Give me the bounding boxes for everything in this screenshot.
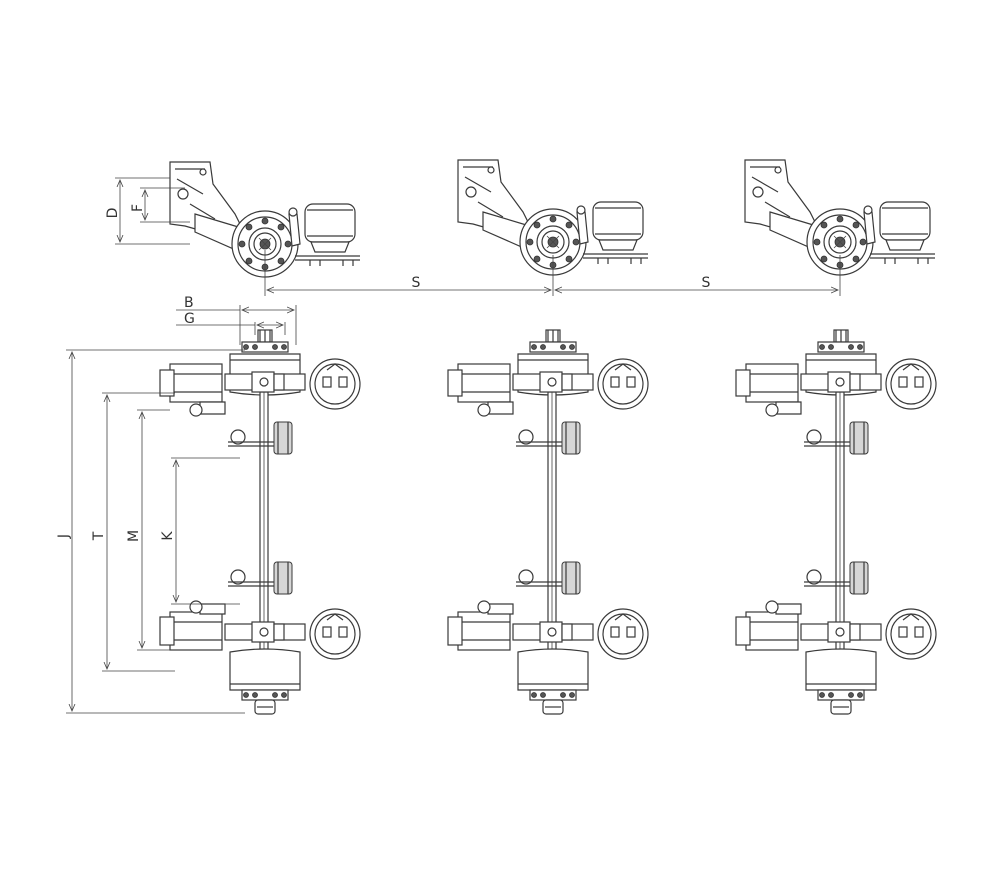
dimension-f: F: [130, 187, 190, 223]
dim-label-t: T: [91, 531, 107, 541]
dimension-j: J: [56, 349, 245, 714]
dim-label-d: D: [105, 208, 121, 219]
dim-label-j: J: [56, 534, 72, 539]
dim-label-s-1: S: [412, 275, 421, 291]
dimension-d: D: [105, 177, 190, 245]
dim-label-b: B: [184, 295, 194, 311]
dimension-s: S S: [264, 250, 841, 296]
dimension-t: T: [91, 392, 175, 672]
dimension-g: G: [176, 311, 286, 335]
dimension-m: M: [126, 409, 170, 651]
dim-label-f: F: [130, 204, 146, 212]
top-view-unit-1: [159, 329, 361, 715]
dim-label-s-2: S: [702, 275, 711, 291]
dim-label-g: G: [184, 311, 195, 327]
top-view-unit-3: [735, 329, 937, 715]
top-view-unit-2: [447, 329, 649, 715]
dim-label-k: K: [160, 531, 176, 541]
dim-label-m: M: [126, 530, 142, 542]
dimension-k: K: [160, 457, 240, 605]
